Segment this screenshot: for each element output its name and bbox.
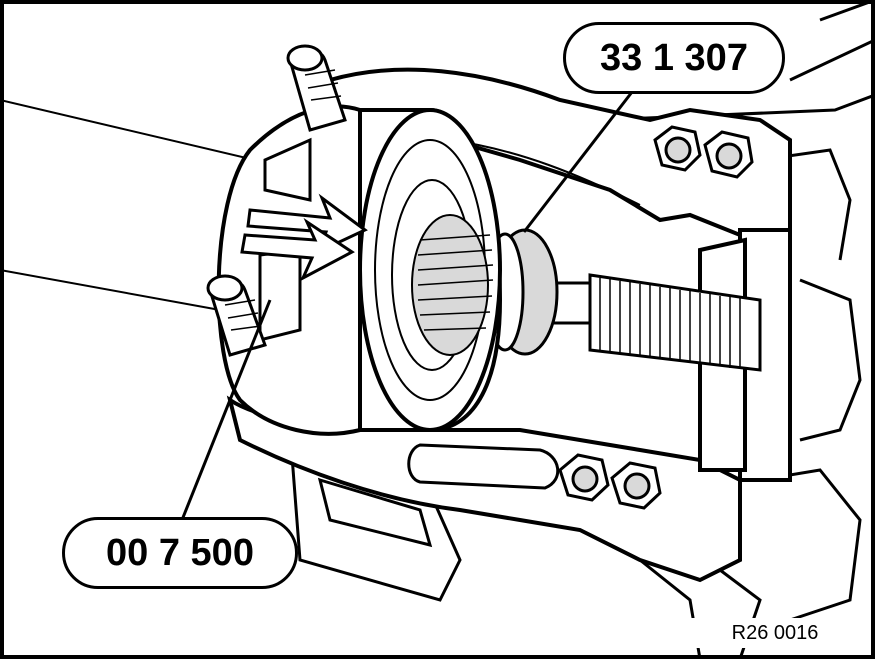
arrow-right-icon <box>240 217 355 282</box>
figure-id-label: R26 0016 <box>731 621 819 644</box>
callout-thrust-piece-label: 00 7 500 <box>106 531 254 574</box>
figure-id: R26 0016 <box>690 618 860 648</box>
puller-jaws <box>216 104 362 436</box>
callout-puller-tool: 33 1 307 <box>563 22 785 94</box>
shaft-lines <box>0 99 256 311</box>
jaw-bolts <box>206 44 347 357</box>
callout-puller-tool-label: 33 1 307 <box>600 36 748 79</box>
lower-nuts <box>558 453 662 510</box>
leader-lines <box>180 91 634 521</box>
arrow-right-icon <box>246 193 368 255</box>
spindle <box>538 273 762 372</box>
bearing <box>348 108 503 432</box>
upper-nuts <box>653 125 754 179</box>
callout-thrust-piece: 00 7 500 <box>62 517 298 589</box>
